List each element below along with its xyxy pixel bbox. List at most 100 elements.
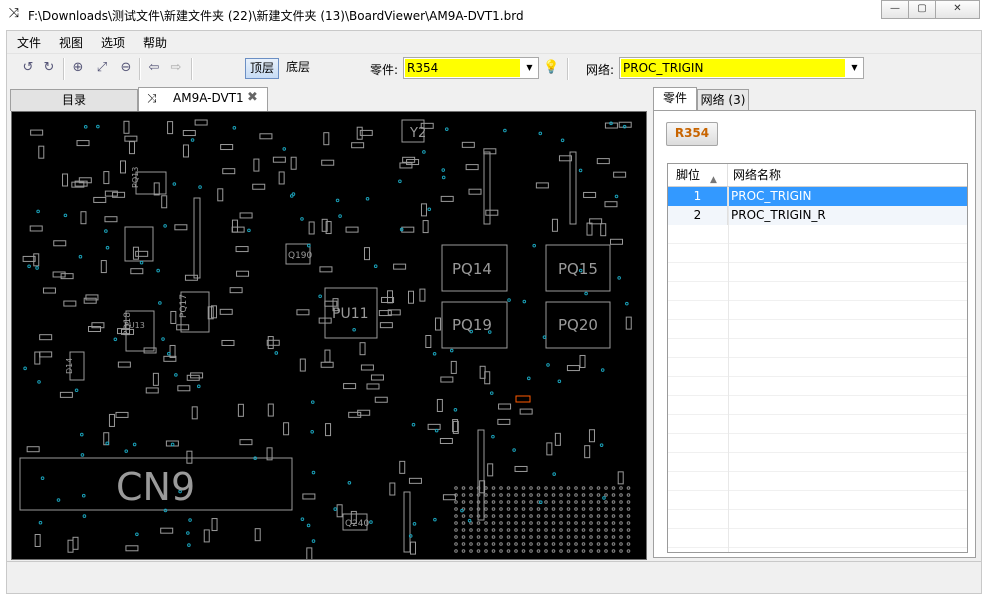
- component-footprint[interactable]: [325, 423, 332, 437]
- component-footprint[interactable]: [484, 371, 491, 385]
- component-footprint[interactable]: [39, 351, 53, 358]
- component-footprint[interactable]: [124, 135, 138, 142]
- board-label[interactable]: PQ17: [179, 294, 189, 318]
- board-label[interactable]: PQ18: [123, 312, 133, 336]
- component-footprint[interactable]: [229, 287, 243, 294]
- component-footprint[interactable]: [128, 141, 135, 155]
- component-footprint[interactable]: [465, 164, 479, 171]
- component-footprint[interactable]: [387, 309, 401, 316]
- component-footprint[interactable]: [359, 129, 373, 136]
- bottom-layer-button[interactable]: 底层: [286, 60, 311, 74]
- part-combobox[interactable]: R354 ▼: [403, 57, 539, 79]
- component-footprint[interactable]: [42, 287, 56, 294]
- component-footprint[interactable]: [194, 119, 208, 126]
- board-label[interactable]: PQ15: [558, 260, 598, 278]
- minimize-button[interactable]: —: [881, 0, 909, 19]
- column-header-pin[interactable]: 脚位▲: [668, 164, 728, 186]
- component-footprint[interactable]: [221, 339, 235, 346]
- component-footprint[interactable]: [318, 317, 332, 324]
- component-footprint[interactable]: [123, 120, 130, 134]
- component-footprint[interactable]: [145, 387, 159, 394]
- rotate-left-icon[interactable]: ↺: [22, 60, 34, 75]
- component-footprint[interactable]: [323, 132, 330, 146]
- component-footprint[interactable]: [450, 360, 457, 374]
- component-footprint[interactable]: [219, 308, 233, 315]
- component-footprint[interactable]: [60, 273, 74, 280]
- component-footprint[interactable]: [69, 351, 85, 381]
- component-footprint[interactable]: [33, 253, 40, 267]
- component-footprint[interactable]: [440, 195, 454, 202]
- component-footprint[interactable]: [609, 238, 623, 245]
- component-footprint[interactable]: [408, 290, 415, 304]
- component-footprint[interactable]: [83, 297, 97, 304]
- component-footprint[interactable]: [600, 223, 607, 237]
- component-footprint[interactable]: [350, 510, 357, 524]
- component-footprint[interactable]: [579, 354, 586, 368]
- part-name-button[interactable]: R354: [666, 122, 718, 146]
- lightbulb-icon[interactable]: 💡: [543, 60, 560, 75]
- component-footprint[interactable]: [583, 191, 597, 198]
- component-footprint[interactable]: [78, 177, 92, 184]
- component-footprint[interactable]: [285, 243, 311, 265]
- menu-view[interactable]: 视图: [59, 35, 84, 50]
- component-footprint[interactable]: [401, 119, 425, 143]
- component-footprint[interactable]: [399, 460, 406, 474]
- component-footprint[interactable]: [485, 209, 499, 216]
- component-footprint[interactable]: [366, 383, 380, 390]
- component-footprint[interactable]: [441, 301, 508, 349]
- component-footprint[interactable]: [422, 220, 429, 234]
- board-label[interactable]: PQ19: [452, 316, 492, 334]
- board-label[interactable]: D14: [65, 358, 74, 374]
- component-footprint[interactable]: [85, 294, 99, 301]
- component-footprint[interactable]: [76, 140, 90, 147]
- board-label[interactable]: PU11: [332, 306, 369, 322]
- component-footprint[interactable]: [589, 218, 603, 225]
- component-footprint[interactable]: [442, 494, 456, 501]
- board-label[interactable]: PQ13: [131, 167, 140, 188]
- component-footprint[interactable]: [625, 316, 632, 330]
- tab-nets[interactable]: 网络 (3): [697, 89, 749, 111]
- component-footprint[interactable]: [132, 246, 139, 260]
- component-footprint[interactable]: [211, 518, 218, 532]
- component-footprint[interactable]: [112, 191, 126, 198]
- component-footprint[interactable]: [67, 539, 74, 553]
- component-footprint[interactable]: [477, 429, 485, 521]
- component-footprint[interactable]: [356, 126, 363, 140]
- component-footprint[interactable]: [498, 403, 512, 410]
- board-label[interactable]: PU13: [124, 321, 145, 330]
- component-footprint[interactable]: [103, 171, 110, 185]
- component-footprint[interactable]: [170, 310, 177, 324]
- component-footprint[interactable]: [441, 244, 508, 292]
- component-footprint[interactable]: [254, 528, 261, 542]
- component-footprint[interactable]: [545, 244, 611, 292]
- component-footprint[interactable]: [80, 211, 87, 225]
- component-footprint[interactable]: [514, 465, 528, 472]
- component-footprint[interactable]: [436, 398, 443, 412]
- component-footprint[interactable]: [302, 493, 316, 500]
- component-footprint[interactable]: [321, 159, 335, 166]
- component-footprint[interactable]: [618, 121, 632, 128]
- component-footprint[interactable]: [551, 218, 558, 232]
- component-footprint[interactable]: [231, 219, 238, 233]
- component-footprint[interactable]: [487, 463, 494, 477]
- component-footprint[interactable]: [343, 383, 357, 390]
- component-footprint[interactable]: [569, 151, 577, 225]
- component-footprint[interactable]: [617, 471, 624, 485]
- board-label[interactable]: PQ20: [558, 316, 598, 334]
- zoom-out-icon[interactable]: ⊖: [120, 60, 132, 75]
- component-footprint[interactable]: [461, 141, 475, 148]
- component-footprint[interactable]: [468, 188, 482, 195]
- zoom-in-icon[interactable]: ⊕: [72, 60, 84, 75]
- component-footprint[interactable]: [267, 336, 274, 350]
- component-footprint[interactable]: [237, 403, 244, 417]
- component-footprint[interactable]: [121, 328, 135, 335]
- rotate-right-icon[interactable]: ↻: [43, 60, 55, 75]
- component-footprint[interactable]: [186, 450, 193, 464]
- component-footprint[interactable]: [266, 447, 273, 461]
- top-layer-button[interactable]: 顶层: [245, 58, 280, 79]
- component-footprint[interactable]: [558, 155, 572, 162]
- component-footprint[interactable]: [135, 250, 149, 257]
